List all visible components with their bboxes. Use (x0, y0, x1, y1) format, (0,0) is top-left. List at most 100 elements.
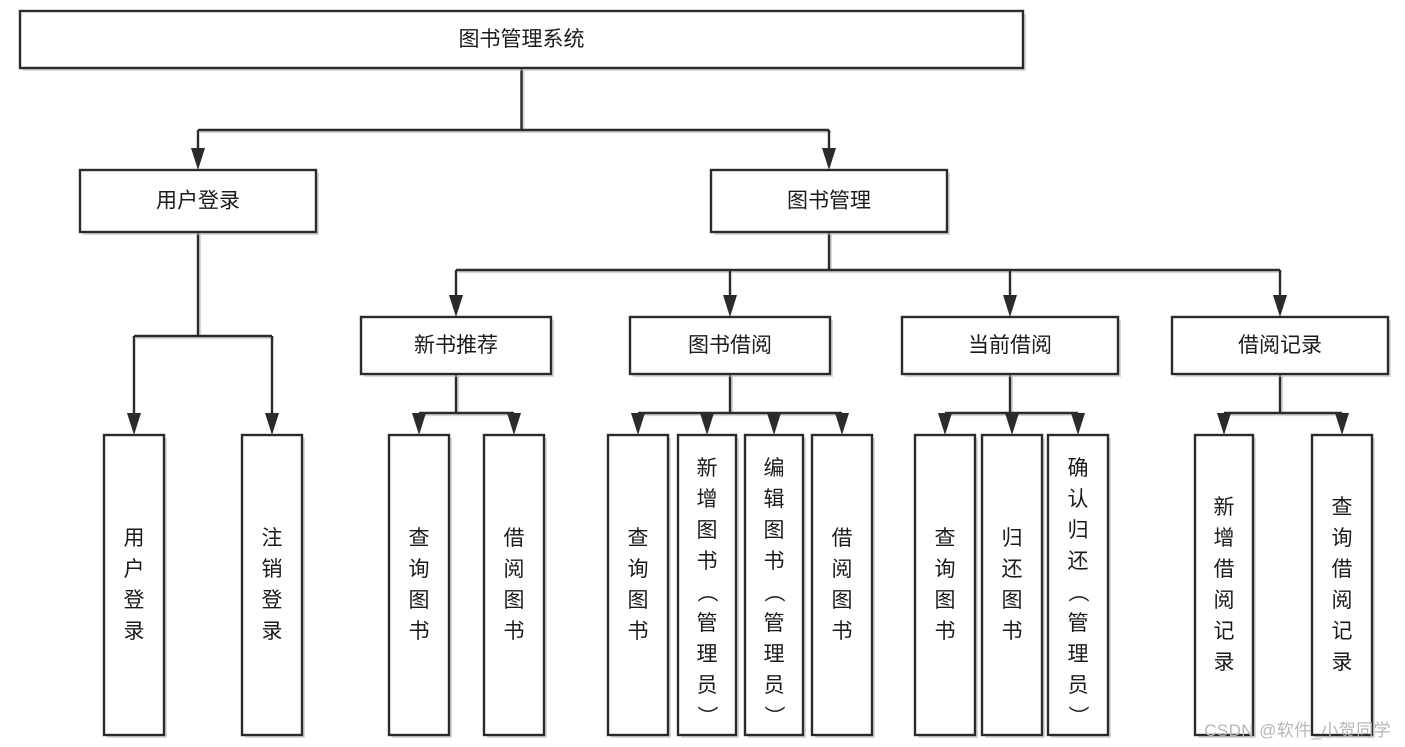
leaf-label-char: 记 (1214, 620, 1235, 643)
leaf-label-char: （ (762, 582, 785, 603)
leaf-label-char: 图 (764, 519, 785, 542)
edge-book-mgmt-stem (827, 232, 833, 272)
node-新书推荐-l2[interactable]: 新书推荐 (359, 315, 554, 377)
edge-sub-0-arrow-0 (412, 413, 426, 435)
leaf-label-char: 录 (1214, 651, 1235, 674)
leaf-label-char: 书 (935, 620, 956, 643)
node-当前借阅-l2[interactable]: 当前借阅 (900, 315, 1121, 377)
edge-sub-3-bus (1224, 411, 1344, 417)
edge-book-mgmt-arrow-0 (449, 270, 463, 317)
leaf-label-char: 查 (935, 527, 956, 550)
leaf-label-char: 阅 (832, 558, 853, 581)
leaf-label-char: ） (762, 706, 785, 727)
leaf-label-char: 图 (409, 589, 430, 612)
leaf-label-char: ） (1066, 706, 1089, 727)
edge-sub-0-bus (419, 411, 516, 417)
leaf-label-char: 阅 (504, 558, 525, 581)
edge-book-mgmt-bus (456, 268, 1282, 274)
leaf-label-char: 归 (1068, 519, 1089, 542)
watermark-text: CSDN @软件_小贺同学 (1204, 721, 1391, 740)
node-label: 图书借阅 (688, 334, 772, 357)
edge-sub-3-stem (1278, 374, 1284, 415)
edge-book-mgmt-arrow-3 (1273, 270, 1287, 317)
edge-root-arrow-0 (191, 130, 205, 170)
leaf-label-char: 归 (1002, 527, 1023, 550)
leaf-label-char: 书 (832, 620, 853, 643)
leaf-label-char: 查 (1332, 496, 1353, 519)
leaf-label-char: 增 (1214, 527, 1235, 550)
node-label: 当前借阅 (968, 334, 1052, 357)
leaf-label-char: 管 (764, 612, 785, 635)
leaf-label-char: 询 (1332, 527, 1353, 550)
edge-sub-3-arrow-1 (1335, 413, 1349, 435)
leaf-label-char: 书 (1002, 620, 1023, 643)
leaf-label-char: 员 (1068, 674, 1089, 697)
leaf-label-char: 新 (697, 457, 718, 480)
edge-sub-1-bus (638, 411, 844, 417)
leaf-label-char: 确 (1068, 457, 1089, 480)
leaf-label-char: 阅 (1332, 589, 1353, 612)
leaf-label-char: 编 (764, 457, 785, 480)
leaf-label-char: 理 (764, 643, 785, 666)
leaf-label-char: 书 (697, 550, 718, 573)
leaf-label-char: 书 (628, 620, 649, 643)
node-借阅记录-l2[interactable]: 借阅记录 (1170, 315, 1391, 377)
edge-sub-1-arrow-0 (631, 413, 645, 435)
edge-sub-0-stem (454, 374, 460, 415)
leaf-label-char: 图 (1002, 589, 1023, 612)
leaf-label-char: 图 (697, 519, 718, 542)
leaf-label-char: 书 (504, 620, 525, 643)
leaf-label-char: 借 (1214, 558, 1235, 581)
leaf-label-char: 增 (697, 488, 718, 511)
node-图书借阅-l2[interactable]: 图书借阅 (628, 315, 833, 377)
leaf-label-char: 阅 (1214, 589, 1235, 612)
leaf-label-char: 图 (628, 589, 649, 612)
leaf-label-char: 登 (124, 589, 145, 612)
leaf-label-char: （ (1066, 582, 1089, 603)
node-图书管理-l1[interactable]: 图书管理 (709, 168, 950, 235)
edge-sub-1-arrow-1 (700, 413, 714, 435)
edge-sub-2-arrow-1 (1005, 413, 1019, 435)
node-label: 借阅记录 (1238, 334, 1322, 357)
leaf-label-char: 图 (935, 589, 956, 612)
edge-user-login-bus (134, 334, 274, 340)
edge-sub-1-arrow-3 (835, 413, 849, 435)
leaf-label-char: 认 (1068, 488, 1089, 511)
leaf-label-char: 用 (124, 527, 145, 550)
edge-root-bus (198, 128, 831, 134)
leaf-label-char: 查 (409, 527, 430, 550)
leaf-label-char: 辑 (764, 488, 785, 511)
edge-sub-2-stem (1008, 374, 1014, 415)
leaf-label-char: 询 (935, 558, 956, 581)
edge-book-mgmt-arrow-2 (1003, 270, 1017, 317)
node-用户登录-l1[interactable]: 用户登录 (78, 168, 319, 235)
edge-user-login-stem (196, 232, 202, 338)
leaf-label-char: 户 (124, 558, 145, 581)
leaf-label-char: 书 (764, 550, 785, 573)
edge-sub-0-arrow-1 (507, 413, 521, 435)
edge-sub-3-arrow-0 (1217, 413, 1231, 435)
leaf-label-char: 录 (262, 620, 283, 643)
node-图书管理系统-root[interactable]: 图书管理系统 (18, 9, 1026, 71)
edge-root-stem (520, 68, 525, 132)
leaf-label-char: 书 (409, 620, 430, 643)
leaf-label-char: 录 (1332, 651, 1353, 674)
node-用户登录-leaf[interactable]: 用户登录 (102, 433, 167, 738)
edge-sub-1-stem (728, 374, 734, 415)
leaf-label-char: 登 (262, 589, 283, 612)
leaf-label-char: （ (695, 582, 718, 603)
